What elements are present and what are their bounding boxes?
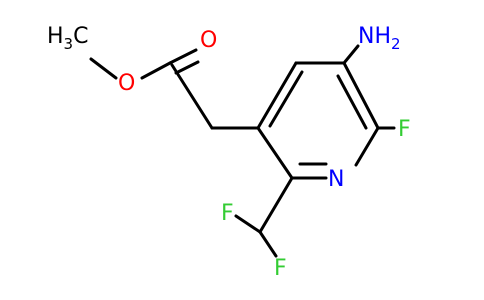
bond-ring-amino bbox=[342, 44, 360, 65]
bond-methyl-ester-oxygen bbox=[89, 57, 118, 80]
bond-carbonyl-double-2 bbox=[174, 60, 200, 75]
bond-difluoromethyl-f2 bbox=[258, 230, 278, 258]
bond-ring-difluoromethyl bbox=[258, 176, 294, 234]
bond-ring-c6-n bbox=[354, 126, 380, 167]
bond-ring-c3-c4 bbox=[256, 61, 298, 130]
ring-fluorine-label: F bbox=[398, 117, 411, 142]
bond-ring-c2-c3 bbox=[256, 126, 294, 180]
amino-label: NH2 bbox=[358, 24, 401, 53]
atom-labels: H3C O O NH2 N F F F bbox=[47, 24, 411, 281]
bond-ester-oxygen-carbonyl bbox=[140, 61, 172, 80]
ester-oxygen-label: O bbox=[118, 71, 135, 96]
bond-ring-c5-c6-inner bbox=[336, 74, 368, 130]
bond-ring-c5-c6 bbox=[342, 61, 380, 130]
bond-ring-c3-c4-inner bbox=[268, 70, 304, 128]
bond-difluoromethyl-f1 bbox=[234, 214, 262, 234]
difluoro-fluorine-1-label: F bbox=[221, 201, 234, 226]
difluoro-fluorine-2-label: F bbox=[274, 256, 287, 281]
methyl-label: H3C bbox=[47, 24, 88, 53]
ring-nitrogen-label: N bbox=[328, 167, 344, 192]
bond-carbonyl-methylene bbox=[170, 63, 214, 130]
carbonyl-oxygen-label: O bbox=[200, 28, 217, 53]
bonds bbox=[89, 44, 396, 258]
bond-carbonyl-double-1 bbox=[168, 48, 198, 65]
